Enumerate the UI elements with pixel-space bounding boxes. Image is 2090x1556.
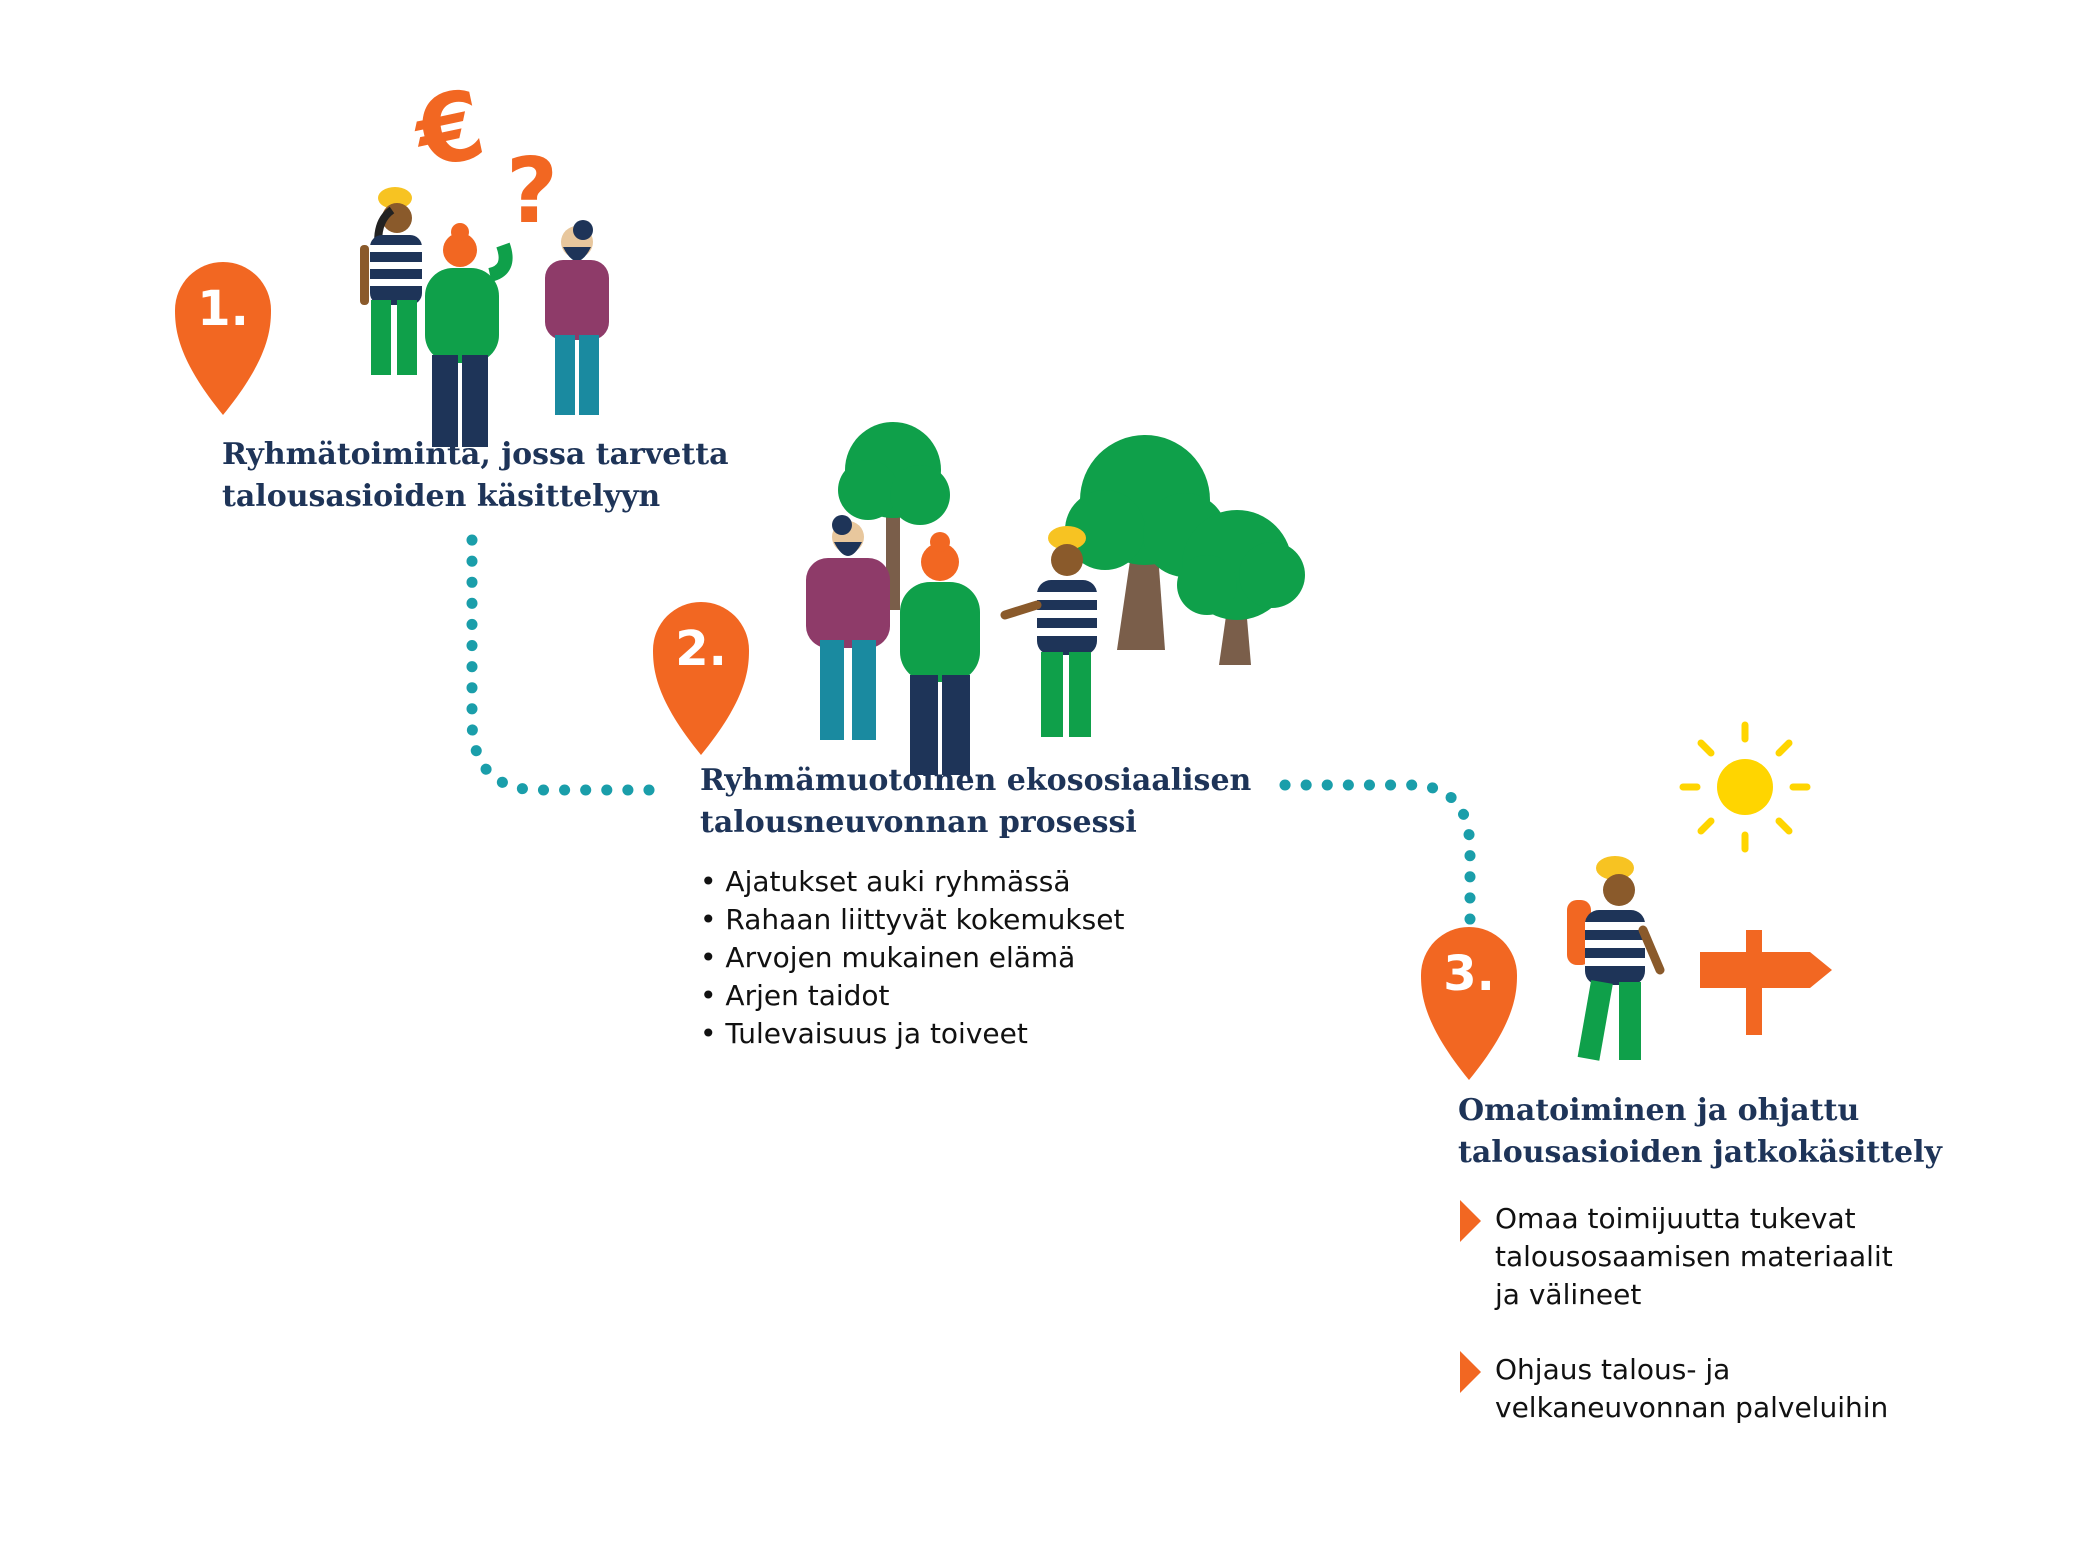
person-icon	[360, 187, 422, 375]
step-3-pin-icon: 3.	[1421, 927, 1517, 1080]
question-mark-icon: ?	[506, 139, 558, 244]
step-1-pin-icon: 1.	[175, 262, 271, 415]
dotted-path-2-3	[1279, 779, 1476, 941]
tree-icon	[838, 422, 950, 610]
list-item: Arjen taidot	[700, 977, 1124, 1015]
arrow-bullet-icon	[1460, 1200, 1481, 1242]
step-2-title: Ryhmämuotoinen ekososiaalisen talousneuv…	[700, 763, 1252, 840]
signpost-icon	[1700, 930, 1832, 1035]
step-1-number: 1.	[197, 281, 249, 337]
list-item: Tulevaisuus ja toiveet	[700, 1015, 1124, 1053]
person-icon	[1000, 526, 1097, 737]
list-item: Arvojen mukainen elämä	[700, 939, 1124, 977]
person-icon	[900, 532, 980, 775]
step-2-number: 2.	[675, 621, 727, 677]
dotted-path-1-2	[466, 534, 671, 796]
person-icon	[1567, 856, 1665, 1061]
person-icon	[806, 515, 890, 740]
person-icon	[545, 220, 609, 415]
step-3-item-1: Omaa toimijuutta tukevat talousosaamisen…	[1460, 1200, 1915, 1314]
euro-icon: €	[404, 69, 493, 191]
step-3-number: 3.	[1443, 946, 1495, 1002]
step-2-bullet-list: Ajatukset auki ryhmässä Rahaan liittyvät…	[700, 863, 1124, 1053]
person-icon	[425, 223, 513, 447]
tree-icon	[1177, 510, 1305, 665]
step-1-title: Ryhmätoiminta, jossa tarvetta talousasio…	[222, 437, 729, 514]
step-3-item-2: Ohjaus talous- ja velkaneuvonnan palvelu…	[1460, 1351, 1915, 1427]
list-item: Ajatukset auki ryhmässä	[700, 863, 1124, 901]
arrow-bullet-icon	[1460, 1351, 1481, 1393]
list-item: Omaa toimijuutta tukevat talousosaamisen…	[1495, 1202, 1893, 1311]
sun-icon	[1679, 721, 1811, 853]
list-item: Rahaan liittyvät kokemukset	[700, 901, 1124, 939]
step-3-title: Omatoiminen ja ohjattu talousasioiden ja…	[1458, 1093, 1942, 1170]
tree-icon	[1065, 435, 1227, 650]
list-item: Ohjaus talous- ja velkaneuvonnan palvelu…	[1495, 1353, 1889, 1424]
step-2-pin-icon: 2.	[653, 602, 749, 755]
